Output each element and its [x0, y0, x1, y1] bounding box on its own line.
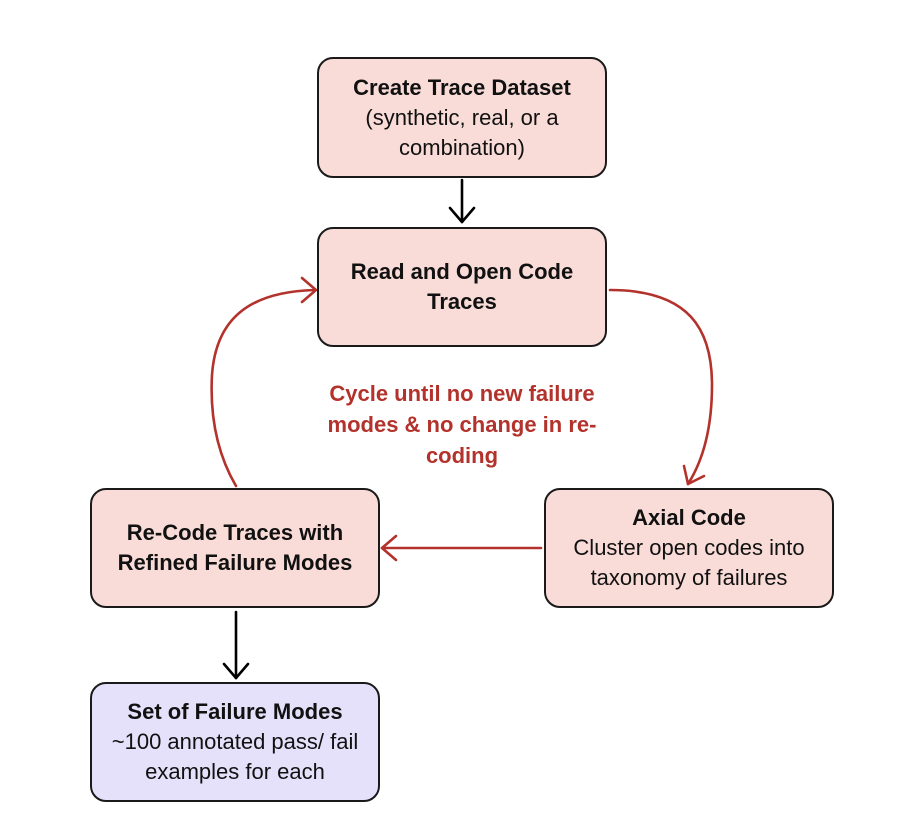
node-set-of-failure-modes: Set of Failure Modes ~100 annotated pass… — [90, 682, 380, 802]
arrow-recode-to-set — [222, 610, 250, 680]
node-title: Axial Code — [632, 505, 746, 530]
arrow-axial-to-recode — [380, 534, 543, 562]
cycle-label: Cycle until no new failure modes & no ch… — [327, 381, 597, 468]
node-body: ~100 annotated pass/ fail examples for e… — [111, 729, 359, 784]
node-recode-traces: Re-Code Traces with Refined Failure Mode… — [90, 488, 380, 608]
node-title: Read and Open Code Traces — [350, 259, 574, 314]
node-title: Re-Code Traces with Refined Failure Mode… — [117, 520, 353, 575]
node-title: Create Trace Dataset — [353, 74, 571, 100]
node-title: Set of Failure Modes — [127, 699, 343, 724]
node-create-trace-dataset: Create Trace Dataset (synthetic, real, o… — [317, 57, 607, 178]
arrow-read-to-axial — [608, 288, 714, 486]
node-read-open-code: Read and Open Code Traces — [317, 227, 607, 347]
node-body: (synthetic, real, or a combination) — [365, 104, 559, 160]
arrow-create-to-read — [448, 178, 476, 224]
arrow-recode-to-read — [210, 276, 318, 488]
node-axial-code: Axial Code Cluster open codes into taxon… — [544, 488, 834, 608]
node-body: Cluster open codes into taxonomy of fail… — [573, 535, 805, 590]
